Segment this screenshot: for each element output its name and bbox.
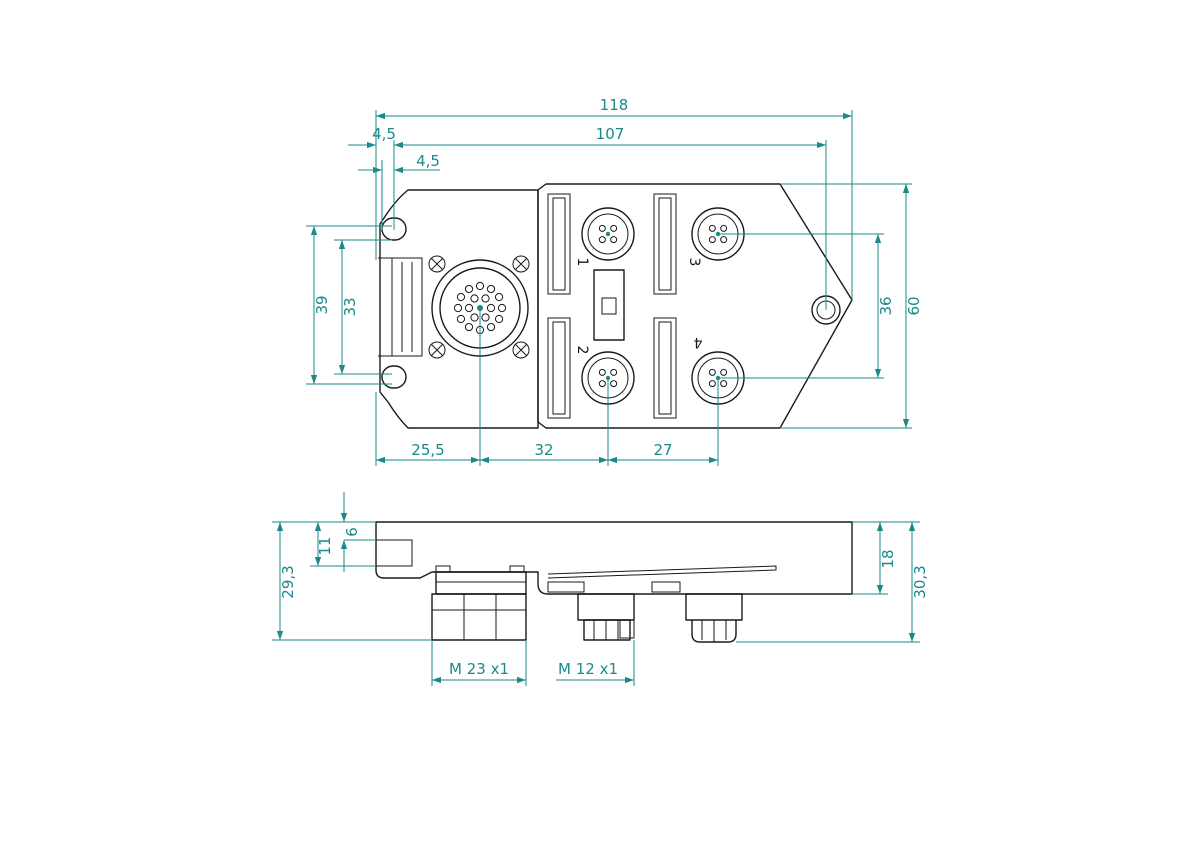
m12-port-outer	[581, 207, 635, 261]
main-body-outline	[537, 183, 853, 429]
side-housing-outline	[375, 521, 853, 595]
main-pin	[486, 303, 496, 313]
port-label-1: 1	[574, 258, 590, 267]
led-strip-4-inner	[658, 321, 672, 415]
m12-pin	[610, 380, 618, 388]
main-pin	[486, 284, 496, 294]
dim-flange-offset-2: 4,5	[416, 152, 440, 170]
top-view-dimensions: 118 107 4,5 4,5 39 33	[306, 96, 923, 466]
main-pin	[481, 294, 490, 303]
port-label-4: 4	[693, 334, 702, 350]
dim-main-connector-offset: 25,5	[411, 441, 444, 459]
main-pin	[481, 313, 490, 322]
dim-overall-length: 118	[600, 96, 629, 114]
thread-port: M 12 x1	[558, 660, 618, 678]
label-window	[593, 269, 625, 341]
m12-port-1	[581, 207, 635, 261]
screw-bottom-left	[428, 341, 446, 359]
dim-total-left: 29,3	[279, 565, 297, 598]
side-view-dimensions: 6 11 29,3 18 30,3 M 23 x1	[272, 492, 929, 686]
port-label-3: 3	[686, 258, 702, 267]
main-pin	[464, 303, 474, 313]
led-strip-1-inner	[552, 197, 566, 291]
main-pin	[464, 284, 474, 294]
m12-ports	[581, 207, 745, 405]
side-led-2	[651, 581, 681, 593]
left-rail	[378, 257, 423, 357]
side-m12-connector-2	[685, 593, 743, 643]
side-view: 6 11 29,3 18 30,3 M 23 x1	[272, 492, 929, 686]
m12-center-pin	[605, 231, 611, 237]
m12-pin	[708, 224, 716, 232]
led-strip-2-inner	[552, 321, 566, 415]
dim-body-height: 18	[879, 549, 897, 568]
m12-pin	[708, 380, 716, 388]
led-strip-1	[547, 193, 571, 295]
dim-total-right: 30,3	[911, 565, 929, 598]
main-pin	[453, 303, 463, 313]
left-flange-outline	[379, 189, 539, 429]
side-housing-step	[376, 539, 413, 567]
led-strip-2	[547, 317, 571, 419]
main-pin	[497, 303, 507, 313]
label-window-logo	[601, 297, 617, 315]
m12-pin	[610, 236, 618, 244]
m12-pin	[598, 368, 606, 376]
m12-pin	[708, 236, 716, 244]
m12-pin	[610, 368, 618, 376]
side-housing-lower-edge	[547, 565, 777, 579]
dim-port-spacing-horizontal: 27	[653, 441, 672, 459]
side-led-1	[547, 581, 585, 593]
main-pin	[486, 322, 496, 332]
dim-port-spacing-vertical: 36	[877, 296, 895, 315]
dim-top-11: 11	[316, 536, 334, 555]
side-m12-connector-1	[577, 593, 635, 641]
side-main-connector	[431, 565, 527, 641]
led-strip-3	[653, 193, 677, 295]
m12-pin	[720, 380, 728, 388]
main-pin	[456, 292, 466, 302]
m12-pin	[610, 224, 618, 232]
main-connector	[428, 255, 530, 359]
led-strips	[547, 193, 677, 419]
dim-top-6: 6	[343, 527, 361, 537]
main-pin	[494, 292, 504, 302]
m12-pin	[720, 368, 728, 376]
lower-mounting-slot	[381, 365, 407, 389]
m12-pin	[708, 368, 716, 376]
main-pin	[494, 314, 504, 324]
led-strip-4	[653, 317, 677, 419]
main-pin	[470, 313, 479, 322]
screw-top-right	[512, 255, 530, 273]
m12-pin	[720, 224, 728, 232]
main-pin	[470, 294, 479, 303]
main-pin	[456, 314, 466, 324]
dim-port-offset: 32	[534, 441, 553, 459]
dim-overall-height: 60	[905, 296, 923, 315]
dim-hole-spacing: 107	[596, 125, 625, 143]
main-connector-pins	[453, 281, 507, 335]
screw-bottom-right	[512, 341, 530, 359]
dim-flange-offset-1: 4,5	[372, 125, 396, 143]
led-strip-3-inner	[658, 197, 672, 291]
main-pin	[464, 322, 474, 332]
m12-pin	[598, 224, 606, 232]
m12-pin	[720, 236, 728, 244]
m12-pin	[598, 236, 606, 244]
main-pin	[475, 281, 485, 291]
m12-pin	[598, 380, 606, 388]
top-view: 1 2 3 4 118 107 4,5 4,5	[306, 96, 923, 466]
dim-height-left-outer: 39	[313, 295, 331, 314]
screw-top-left	[428, 255, 446, 273]
dim-height-left-inner: 33	[341, 297, 359, 316]
m12-port-inner	[587, 213, 629, 255]
port-label-2: 2	[574, 346, 590, 355]
thread-main: M 23 x1	[449, 660, 509, 678]
